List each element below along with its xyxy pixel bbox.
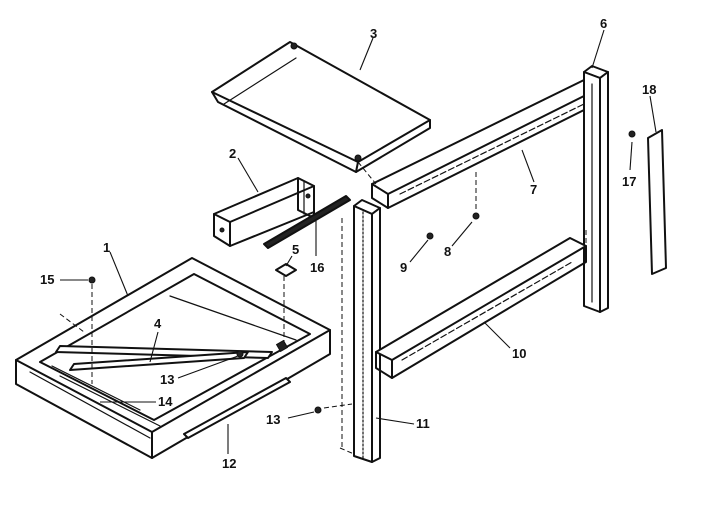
part-3-top-panel: [211, 41, 431, 173]
screw-8-icon: [472, 212, 480, 220]
callout-13-bottom-frame: 13: [160, 372, 174, 387]
screw-hardware: [88, 130, 636, 414]
callout-6: 6: [600, 16, 607, 31]
callout-7: 7: [530, 182, 537, 197]
callout-14: 14: [158, 394, 173, 409]
callout-10: 10: [512, 346, 526, 361]
part-5-clip: [275, 263, 297, 277]
screw-15-icon: [88, 276, 96, 284]
callout-1: 1: [103, 240, 110, 255]
part-11-left-rail: [353, 199, 381, 463]
screw-17-icon: [628, 130, 636, 138]
callout-18: 18: [642, 82, 656, 97]
callout-13-rail: 13: [266, 412, 280, 427]
callout-3: 3: [370, 26, 377, 41]
part-6-right-rail: [583, 65, 609, 313]
callout-12: 12: [222, 456, 236, 471]
callout-17: 17: [622, 174, 636, 189]
callout-5: 5: [292, 242, 299, 257]
leader-lines: [59, 29, 657, 455]
part-2-bracket: [213, 177, 315, 247]
screw-9-icon: [426, 232, 434, 240]
callout-8: 8: [444, 244, 451, 259]
callout-2: 2: [229, 146, 236, 161]
part-12-rod: [183, 377, 291, 439]
callout-labels: 3 2 1 15 4 13 14 5 16 12 6 7 8 9 10 11 1…: [40, 16, 656, 471]
callout-16: 16: [310, 260, 324, 275]
callout-4: 4: [154, 316, 162, 331]
screw-13-icon: [314, 406, 322, 414]
part-7-upper-rail: [371, 79, 601, 209]
part-18-strip: [647, 129, 667, 275]
part-1-bottom-frame: [15, 257, 331, 459]
callout-9: 9: [400, 260, 407, 275]
part-10-lower-rail: [375, 237, 587, 379]
callout-11: 11: [416, 416, 430, 431]
part-16-rod: [263, 195, 351, 249]
callout-15: 15: [40, 272, 54, 287]
